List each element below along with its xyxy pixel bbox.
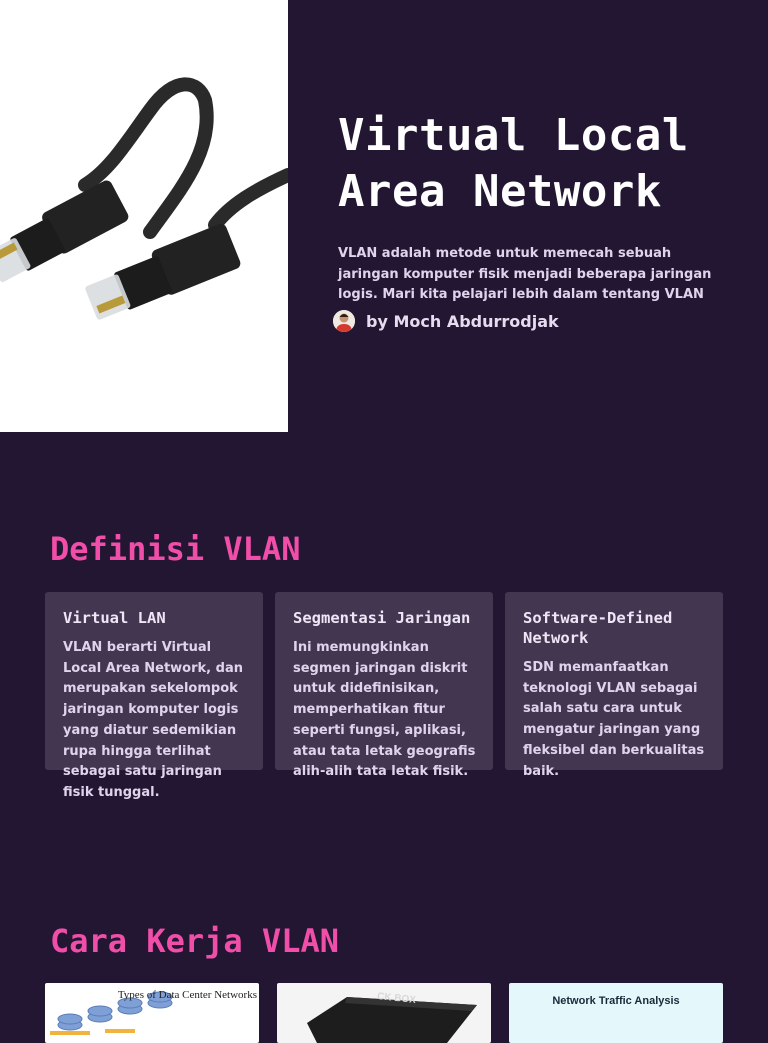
thumbnail-network-traffic: Network Traffic Analysis [509, 983, 723, 1043]
avatar [333, 310, 355, 332]
title-line-1: Virtual Local [338, 110, 689, 161]
card-segmentasi-jaringan: Segmentasi Jaringan Ini memungkinkan seg… [275, 592, 493, 779]
card-body: VLAN berarti Virtual Local Area Network,… [63, 640, 243, 800]
thumbnail-caption: Network Traffic Analysis [552, 995, 680, 1007]
hero-image [0, 0, 288, 432]
card-body: Ini memungkinkan segmen jaringan diskrit… [293, 640, 476, 780]
thumbnail-switch-box: CK BOX [277, 983, 491, 1043]
thumbnail-data-center: Types of Data Center Networks [45, 983, 259, 1043]
section-heading-cara-kerja: Cara Kerja VLAN [50, 922, 339, 960]
author: by Moch Abdurrodjak [333, 310, 559, 332]
section-heading-definisi: Definisi VLAN [50, 530, 301, 568]
page-title: Virtual Local Area Network [338, 108, 728, 220]
card-title: Segmentasi Jaringan [293, 609, 471, 627]
title-line-2: Area Network [338, 166, 662, 217]
hero-text: Virtual Local Area Network VLAN adalah m… [338, 108, 728, 306]
card-software-defined-network: Software-Defined Network SDN memanfaatka… [505, 592, 723, 779]
author-name: by Moch Abdurrodjak [366, 311, 559, 331]
card-title: Virtual LAN [63, 609, 166, 627]
thumbnail-caption: Types of Data Center Networks [117, 989, 257, 1001]
card-body: SDN memanfaatkan teknologi VLAN sebagai … [523, 660, 705, 779]
card-title: Software-Defined Network [523, 609, 673, 647]
card-virtual-lan: Virtual LAN VLAN berarti Virtual Local A… [45, 592, 263, 800]
hero-description: VLAN adalah metode untuk memecah sebuah … [338, 246, 712, 302]
